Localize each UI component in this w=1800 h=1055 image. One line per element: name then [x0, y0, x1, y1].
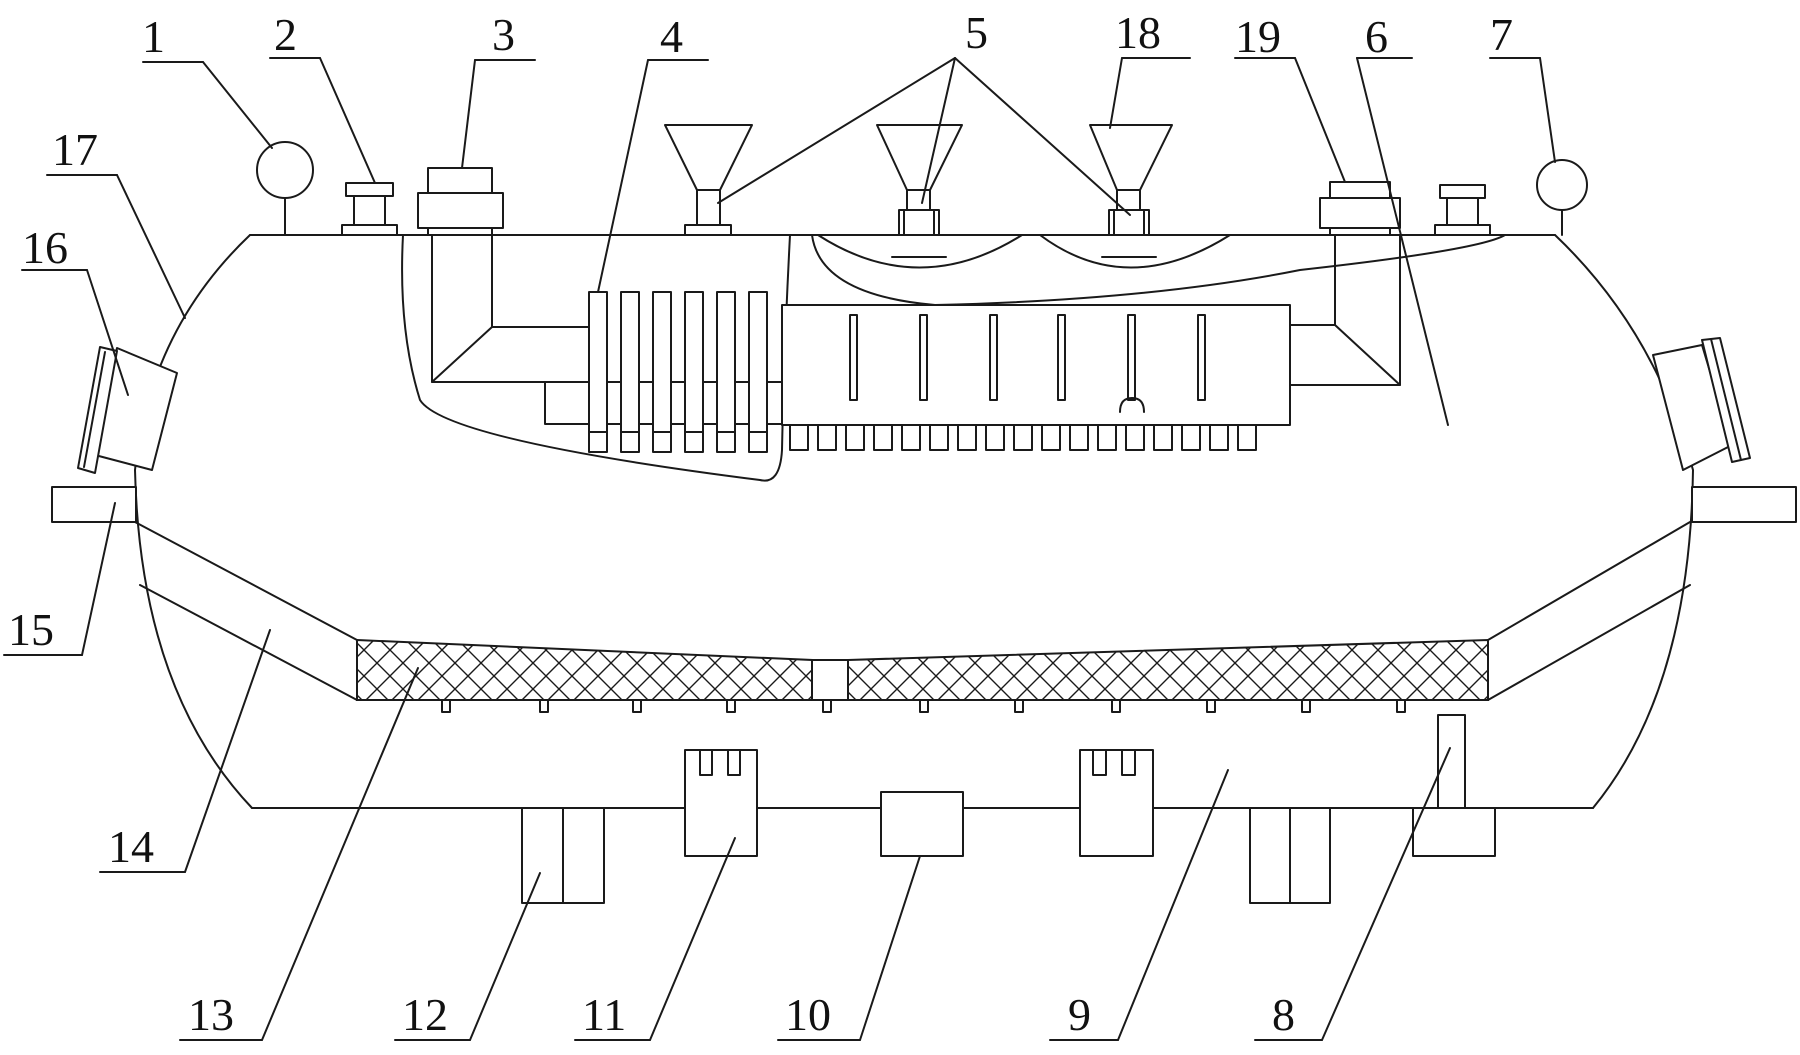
- pressure-gauge-right: [1536, 159, 1588, 236]
- upper-chamber: [781, 304, 1291, 426]
- drain-pipe: [1412, 714, 1496, 857]
- pressure-gauge-left: [256, 141, 314, 236]
- right-cutaway: [811, 234, 1506, 306]
- label-16: 16: [22, 222, 68, 273]
- right-side-nozzle: [1691, 486, 1797, 523]
- label-13: 13: [188, 989, 234, 1040]
- filter-mesh: [356, 638, 1489, 713]
- label-5: 5: [965, 7, 988, 58]
- label-9: 9: [1068, 989, 1091, 1040]
- label-4: 4: [660, 11, 683, 62]
- slot-bars: [849, 314, 1206, 413]
- bottom-funnel-walls: [134, 521, 1691, 701]
- nozzle-row: [789, 424, 1257, 451]
- label-17: 17: [52, 124, 98, 175]
- label-12: 12: [402, 989, 448, 1040]
- hopper-2: [876, 124, 963, 258]
- valve-left: [341, 182, 398, 236]
- valve-right: [1434, 184, 1491, 236]
- label-2: 2: [274, 9, 297, 60]
- hopper-arc-2: [817, 234, 1023, 269]
- center-box: [880, 791, 964, 857]
- part-labels: 1 2 3 4 5 18 19 6 7 17 16 15 14 13 12 11…: [8, 7, 1513, 1040]
- left-side-nozzle: [51, 486, 137, 523]
- label-15: 15: [8, 604, 54, 655]
- label-19: 19: [1235, 11, 1281, 62]
- label-8: 8: [1272, 989, 1295, 1040]
- leader-lines: [3, 57, 1556, 1041]
- label-3: 3: [492, 9, 515, 60]
- left-manhole: [77, 346, 178, 474]
- label-6: 6: [1365, 11, 1388, 62]
- label-7: 7: [1490, 9, 1513, 60]
- hopper-arc-3: [1039, 234, 1231, 269]
- right-manhole: [1652, 337, 1751, 471]
- label-18: 18: [1115, 7, 1161, 58]
- heater-block-left: [684, 749, 758, 857]
- heater-columns: [588, 291, 768, 453]
- label-11: 11: [582, 989, 626, 1040]
- motor-top-left: [417, 167, 504, 236]
- hopper-1: [664, 124, 753, 236]
- support-legs: [521, 807, 1331, 904]
- heater-block-right: [1079, 749, 1154, 857]
- label-1: 1: [142, 11, 165, 62]
- outlet-pipe-right: [1289, 234, 1401, 386]
- hopper-3: [1089, 124, 1173, 258]
- motor-top-right: [1319, 181, 1401, 236]
- label-14: 14: [108, 821, 154, 872]
- label-10: 10: [785, 989, 831, 1040]
- inlet-pipe-left: [431, 234, 589, 383]
